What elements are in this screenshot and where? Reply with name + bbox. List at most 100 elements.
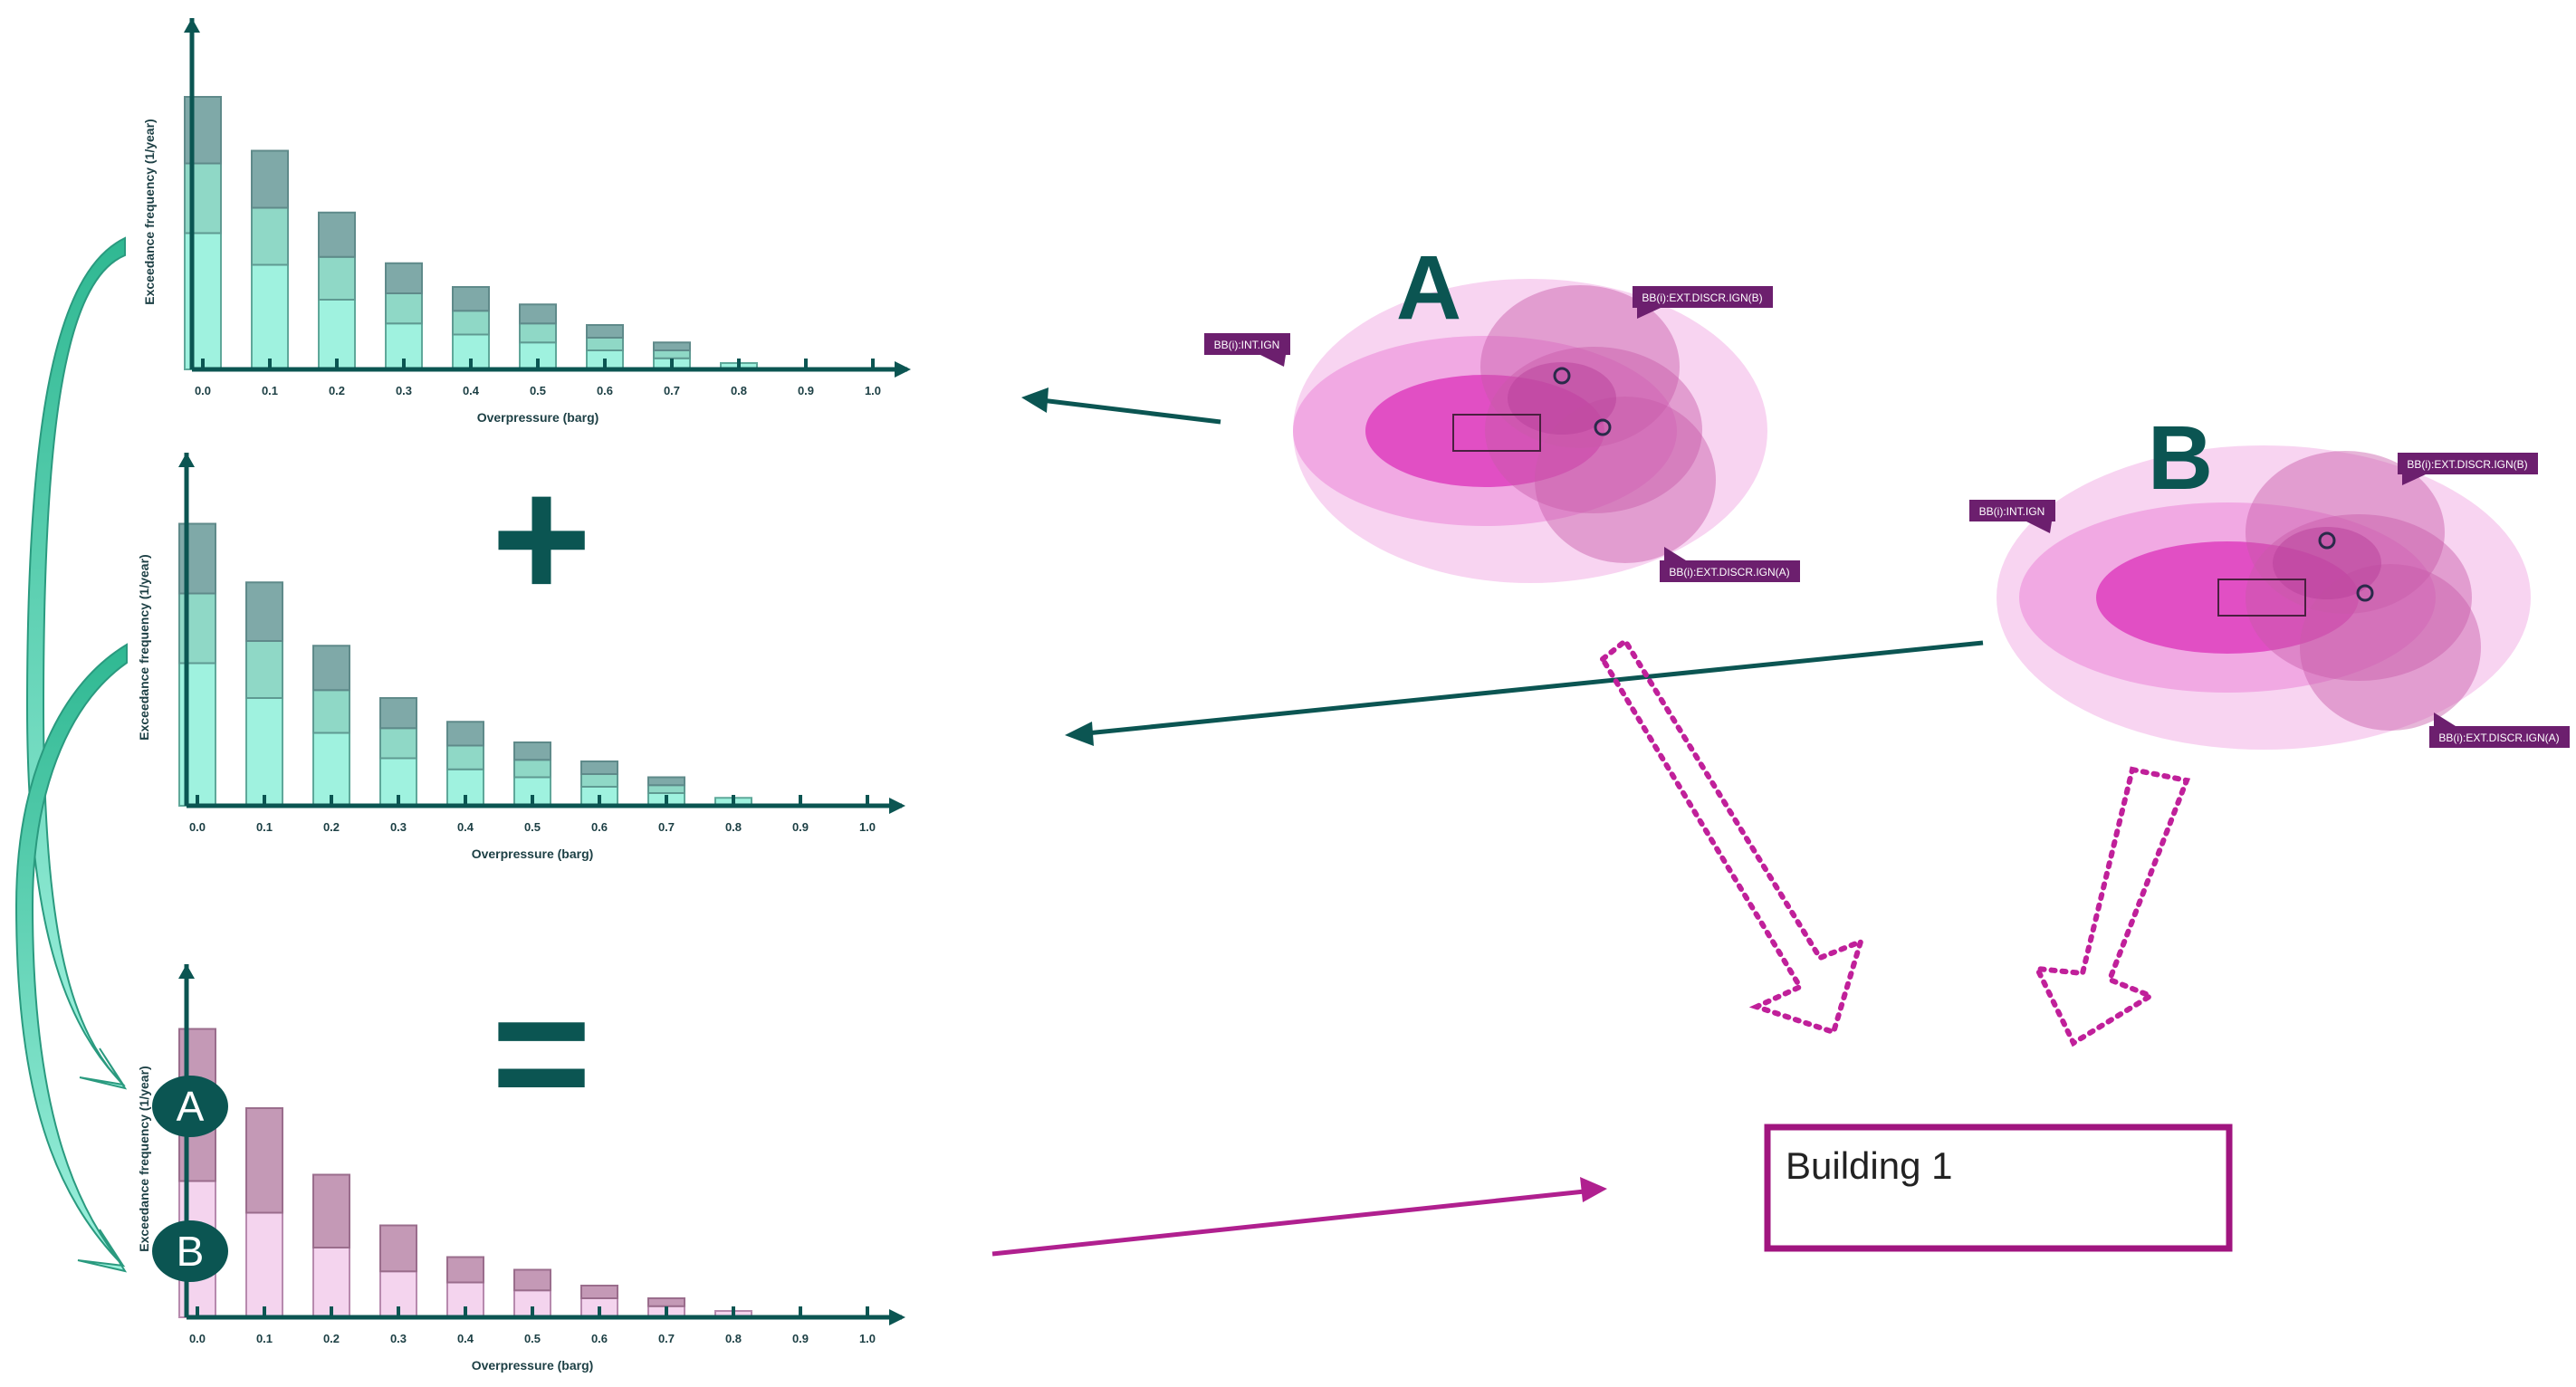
x-axis-title: Overpressure (barg): [472, 1358, 594, 1373]
x-tick-label: 0.7: [664, 384, 680, 397]
bar-segment: [653, 341, 691, 351]
svg-text:BB(i):INT.IGN: BB(i):INT.IGN: [1979, 505, 2045, 518]
curve-arrow-a-top: [25, 236, 128, 1090]
bar-segment: [647, 1297, 685, 1307]
scenario-b-tag-3: BB(i):EXT.DISCR.IGN(A): [2429, 713, 2570, 748]
x-tick-label: 0.9: [798, 384, 814, 397]
svg-text:BB(i):EXT.DISCR.IGN(A): BB(i):EXT.DISCR.IGN(A): [1669, 566, 1789, 579]
scenario-a-letter: A: [1396, 237, 1461, 339]
y-axis-arrowhead: [178, 453, 195, 467]
bar-segment: [513, 759, 551, 779]
scenario-b-blast-zones: [1997, 445, 2531, 750]
x-tick-label: 0.3: [396, 384, 412, 397]
bar-segment: [318, 299, 356, 370]
bar-segment: [312, 645, 350, 692]
bar-segment: [513, 741, 551, 761]
bar-segment: [452, 286, 490, 312]
bar-segment: [446, 1281, 484, 1318]
x-tick-label: 0.0: [189, 1332, 206, 1345]
arrow-a-to-chart: [1021, 387, 1221, 425]
bar-segment: [446, 721, 484, 747]
bar-segment: [519, 303, 557, 325]
arrow-b-to-chart: [1065, 640, 1984, 746]
scenario-b-tag-1: BB(i):INT.IGN: [1969, 500, 2055, 533]
bar-segment: [379, 1224, 417, 1273]
scenario-b-letter: B: [2148, 407, 2213, 509]
badge-a-label: A: [177, 1083, 205, 1130]
x-tick-label: 0.3: [390, 820, 407, 834]
x-tick-label: 0.6: [591, 820, 608, 834]
x-tick-label: 0.4: [463, 384, 480, 397]
y-axis-title: Exceedance frequency (1/year): [137, 554, 151, 740]
x-tick-label: 0.2: [323, 1332, 340, 1345]
y-axis-title: Exceedance frequency (1/year): [137, 1066, 151, 1251]
x-tick-label: 0.1: [256, 820, 273, 834]
badge-b: B: [152, 1220, 228, 1282]
x-tick-label: 1.0: [859, 1332, 876, 1345]
x-axis-arrowhead: [895, 361, 911, 378]
x-tick-label: 0.9: [792, 1332, 809, 1345]
bar-segment: [379, 697, 417, 730]
x-tick-label: 0.1: [262, 384, 278, 397]
x-tick-label: 0.1: [256, 1332, 273, 1345]
curve-arrow-b-top: [14, 643, 128, 1273]
x-axis-title: Overpressure (barg): [477, 410, 599, 425]
scenario-a-tag-1: BB(i):INT.IGN: [1204, 333, 1290, 367]
svg-text:BB(i):EXT.DISCR.IGN(B): BB(i):EXT.DISCR.IGN(B): [1642, 292, 1762, 304]
svg-text:BB(i):INT.IGN: BB(i):INT.IGN: [1214, 339, 1280, 351]
bar-segment: [513, 1268, 551, 1292]
x-tick-label: 0.6: [597, 384, 613, 397]
bar-segment: [379, 727, 417, 760]
bar-segment: [446, 744, 484, 770]
combine-arrows: [14, 236, 128, 1273]
arrow-combined-to-building: [991, 1177, 1607, 1257]
bar-segment: [312, 689, 350, 734]
bar-segment: [580, 773, 618, 788]
x-tick-label: 0.4: [457, 1332, 474, 1345]
bar-segment: [245, 581, 283, 642]
scenario-a-tag-3: BB(i):EXT.DISCR.IGN(A): [1660, 547, 1800, 582]
x-tick-label: 0.2: [323, 820, 340, 834]
x-tick-label: 0.3: [390, 1332, 407, 1345]
x-tick-label: 0.7: [658, 1332, 675, 1345]
building-label: Building 1: [1786, 1144, 1952, 1187]
bar-segment: [251, 149, 289, 209]
bar-segment: [586, 337, 624, 351]
x-tick-label: 0.8: [725, 1332, 742, 1345]
x-tick-label: 0.9: [792, 820, 809, 834]
bar-segment: [385, 262, 423, 294]
x-tick-label: 1.0: [865, 384, 881, 397]
plus-sign: +: [492, 443, 592, 635]
bar-segment: [245, 1211, 283, 1318]
bar-segment: [653, 349, 691, 359]
bar-segment: [586, 324, 624, 339]
x-tick-label: 0.0: [189, 820, 206, 834]
x-tick-label: 0.8: [725, 820, 742, 834]
x-tick-label: 0.5: [524, 820, 541, 834]
bar-segment: [446, 1256, 484, 1284]
x-tick-label: 0.5: [530, 384, 546, 397]
bar-segment: [251, 206, 289, 266]
bar-segment: [318, 211, 356, 258]
bar-segment: [580, 760, 618, 775]
x-axis-title: Overpressure (barg): [472, 847, 594, 861]
dotted-arrow-a: [1599, 636, 1865, 1036]
bar-segment: [318, 255, 356, 301]
bar-segment: [312, 732, 350, 807]
bar-segment: [580, 1285, 618, 1299]
badge-b-label: B: [177, 1228, 205, 1275]
scenario-a-blast-zones: [1293, 279, 1767, 583]
bar-segment: [312, 1173, 350, 1248]
badge-a: A: [152, 1076, 228, 1137]
bar-segment: [452, 310, 490, 336]
bar-segment: [647, 784, 685, 794]
bar-segment: [251, 263, 289, 370]
x-axis-arrowhead: [889, 1309, 905, 1325]
dotted-arrow-b: [2032, 766, 2191, 1047]
svg-text:BB(i):EXT.DISCR.IGN(B): BB(i):EXT.DISCR.IGN(B): [2407, 458, 2527, 471]
scenario-a-tag-2: BB(i):EXT.DISCR.IGN(B): [1633, 286, 1773, 319]
x-tick-label: 0.5: [524, 1332, 541, 1345]
